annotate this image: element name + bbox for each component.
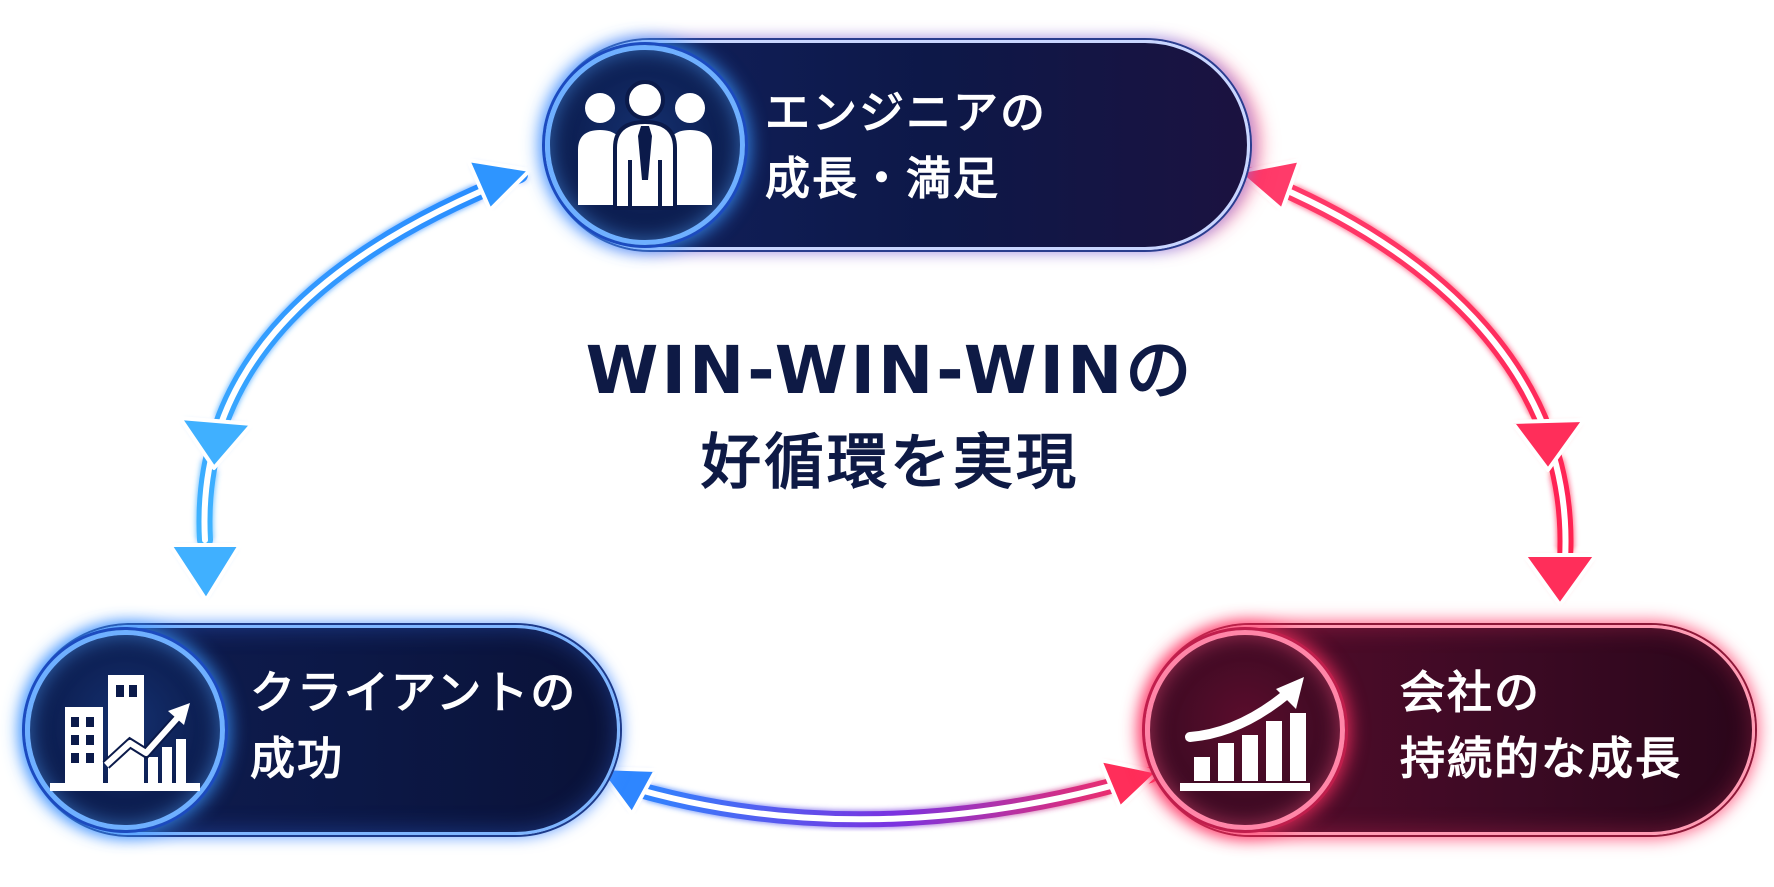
client-label: クライアントの 成功 bbox=[250, 660, 577, 792]
building-growth-icon bbox=[50, 675, 200, 791]
arrow-engineer-client bbox=[168, 158, 532, 602]
arrow-client-company bbox=[596, 758, 1160, 828]
node-company-badge bbox=[1145, 630, 1345, 830]
center-title: WIN-WIN-WINの 好循環を実現 bbox=[460, 325, 1320, 509]
node-engineer-badge bbox=[545, 45, 745, 245]
client-label-line1: クライアントの bbox=[250, 666, 578, 719]
node-client-badge bbox=[25, 630, 225, 830]
center-title-line2: 好循環を実現 bbox=[701, 428, 1079, 498]
engineer-label-line2: 成長・満足 bbox=[765, 152, 1001, 205]
engineer-label: エンジニアの 成長・満足 bbox=[765, 80, 1047, 212]
engineer-label-line1: エンジニアの bbox=[765, 86, 1048, 139]
company-label-line2: 持続的な成長 bbox=[1400, 732, 1683, 785]
bar-chart-growth-icon bbox=[1180, 677, 1310, 791]
arrow-engineer-company bbox=[1236, 158, 1598, 607]
company-label-line1: 会社の bbox=[1400, 666, 1542, 719]
center-title-line1: WIN-WIN-WINの bbox=[585, 332, 1195, 409]
company-label: 会社の 持続的な成長 bbox=[1400, 660, 1682, 792]
client-label-line2: 成功 bbox=[250, 732, 345, 785]
people-icon bbox=[578, 80, 712, 210]
